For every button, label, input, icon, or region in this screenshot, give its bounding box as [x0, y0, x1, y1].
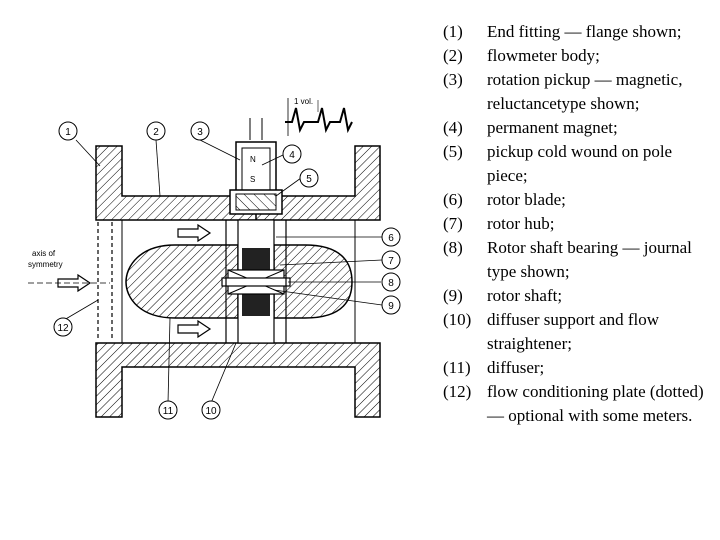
axis-label-line1: axis of	[32, 249, 56, 258]
callout-8: 8	[381, 272, 401, 292]
svg-text:7: 7	[388, 256, 394, 267]
legend-text: diffuser;	[487, 358, 545, 377]
rotor-shaft	[221, 277, 291, 287]
legend-item-6: (6) rotor blade;	[443, 188, 715, 212]
legend-text: flow conditioning plate (dotted) — optio…	[487, 382, 704, 425]
voltage-label: 1 vol.	[294, 97, 313, 106]
legend-text: diffuser support and flow straightener;	[487, 310, 660, 353]
legend-number: (4)	[443, 118, 463, 137]
legend-number: (6)	[443, 190, 463, 209]
svg-text:8: 8	[388, 278, 394, 289]
svg-text:3: 3	[197, 127, 203, 138]
legend-item-9: (9) rotor shaft;	[443, 284, 715, 308]
rotor-hub	[227, 219, 285, 344]
legend-text: permanent magnet;	[487, 118, 618, 137]
axis-label-line2: symmetry	[28, 260, 63, 269]
component-legend: (1) End fitting — flange shown; (2) flowme…	[443, 20, 715, 428]
legend-text: End fitting — flange shown;	[487, 22, 682, 41]
legend-item-5: (5) pickup cold wound on pole piece;	[443, 140, 715, 188]
callout-4: 4	[282, 144, 302, 164]
legend-number: (12)	[443, 382, 472, 401]
voltage-waveform	[285, 98, 353, 136]
callout-5: 5	[299, 168, 319, 188]
svg-text:1: 1	[65, 127, 71, 138]
callout-9: 9	[381, 295, 401, 315]
svg-text:5: 5	[306, 174, 312, 185]
legend-item-10: (10) diffuser support and flow straighten…	[443, 308, 715, 356]
legend-item-8: (8) Rotor shaft bearing — journal type sh…	[443, 236, 715, 284]
legend-item-12: (12) flow conditioning plate (dotted) — o…	[443, 380, 715, 428]
callout-6: 6	[381, 227, 401, 247]
callout-2: 2	[146, 121, 166, 141]
legend-number: (1)	[443, 22, 463, 41]
magnet-n-label: N	[250, 155, 256, 164]
legend-text: flowmeter body;	[487, 46, 600, 65]
flowmeter-body-bottom	[95, 342, 381, 418]
legend-item-7: (7) rotor hub;	[443, 212, 715, 236]
legend-number: (8)	[443, 238, 463, 257]
svg-text:2: 2	[153, 127, 159, 138]
diffuser-supports	[225, 220, 287, 343]
legend-number: (9)	[443, 286, 463, 305]
legend-text: rotor blade;	[487, 190, 566, 209]
svg-text:12: 12	[57, 323, 69, 334]
legend-number: (3)	[443, 70, 463, 89]
legend-number: (7)	[443, 214, 463, 233]
legend-item-11: (11) diffuser;	[443, 356, 715, 380]
legend-text: rotor shaft;	[487, 286, 563, 305]
svg-text:11: 11	[163, 406, 174, 417]
callout-10: 10	[201, 400, 221, 420]
legend-number: (11)	[443, 358, 471, 377]
rotor-blades	[125, 244, 353, 319]
turbine-flowmeter-diagram: N S 1 vol. axis of symmetry	[28, 97, 401, 420]
svg-text:6: 6	[388, 233, 394, 244]
svg-text:9: 9	[388, 301, 394, 312]
legend-text: rotor hub;	[487, 214, 555, 233]
flow-conditioning-plate	[97, 222, 113, 341]
callout-11: 11	[158, 400, 178, 420]
callout-3: 3	[190, 121, 210, 141]
legend-number: (2)	[443, 46, 463, 65]
legend-text: rotation pickup — magnetic, reluctancety…	[487, 70, 683, 113]
callout-7: 7	[381, 250, 401, 270]
legend-item-1: (1) End fitting — flange shown;	[443, 20, 715, 44]
magnet-s-label: S	[250, 175, 255, 184]
svg-text:10: 10	[205, 406, 217, 417]
callout-12: 12	[53, 317, 73, 337]
rotation-pickup	[229, 118, 283, 222]
callout-1: 1	[58, 121, 78, 141]
flow-arrows	[57, 223, 212, 339]
callout-leaders	[63, 139, 383, 404]
legend-item-3: (3) rotation pickup — magnetic, reluctanc…	[443, 68, 715, 116]
legend-item-4: (4) permanent magnet;	[443, 116, 715, 140]
legend-item-2: (2) flowmeter body;	[443, 44, 715, 68]
legend-number: (10)	[443, 310, 472, 329]
legend-text: Rotor shaft bearing — journal type shown…	[487, 238, 692, 281]
svg-text:4: 4	[289, 150, 295, 161]
legend-text: pickup cold wound on pole piece;	[487, 142, 673, 185]
legend-number: (5)	[443, 142, 463, 161]
